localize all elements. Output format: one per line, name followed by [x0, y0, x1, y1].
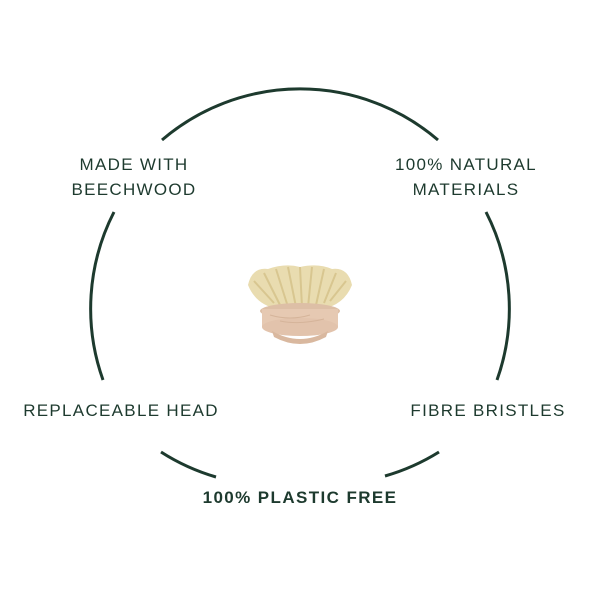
ring-arc-left: [89, 211, 116, 381]
brush-head-image: [248, 265, 352, 344]
feature-line: MADE WITH: [79, 155, 189, 174]
feature-made-with-beechwood: MADE WITH BEECHWOOD: [44, 152, 224, 202]
feature-natural-materials: 100% NATURAL MATERIALS: [376, 152, 556, 202]
feature-line: MATERIALS: [412, 180, 520, 199]
bristles-icon: [248, 265, 352, 309]
feature-replaceable-head: REPLACEABLE HEAD: [16, 398, 226, 423]
plastic-free-label: 100% PLASTIC FREE: [202, 488, 398, 507]
ring-arc-bottom-left: [160, 450, 217, 479]
ring-arc-top: [161, 87, 439, 142]
ring-arc-bottom: [384, 450, 440, 478]
feature-line: REPLACEABLE HEAD: [23, 401, 219, 420]
feature-fibre-bristles: FIBRE BRISTLES: [398, 398, 578, 423]
feature-line: BEECHWOOD: [71, 180, 197, 199]
ring-arc-right: [484, 211, 511, 381]
feature-line: FIBRE BRISTLES: [410, 401, 566, 420]
wood-base-icon: [260, 303, 340, 344]
feature-line: 100% NATURAL: [395, 155, 537, 174]
